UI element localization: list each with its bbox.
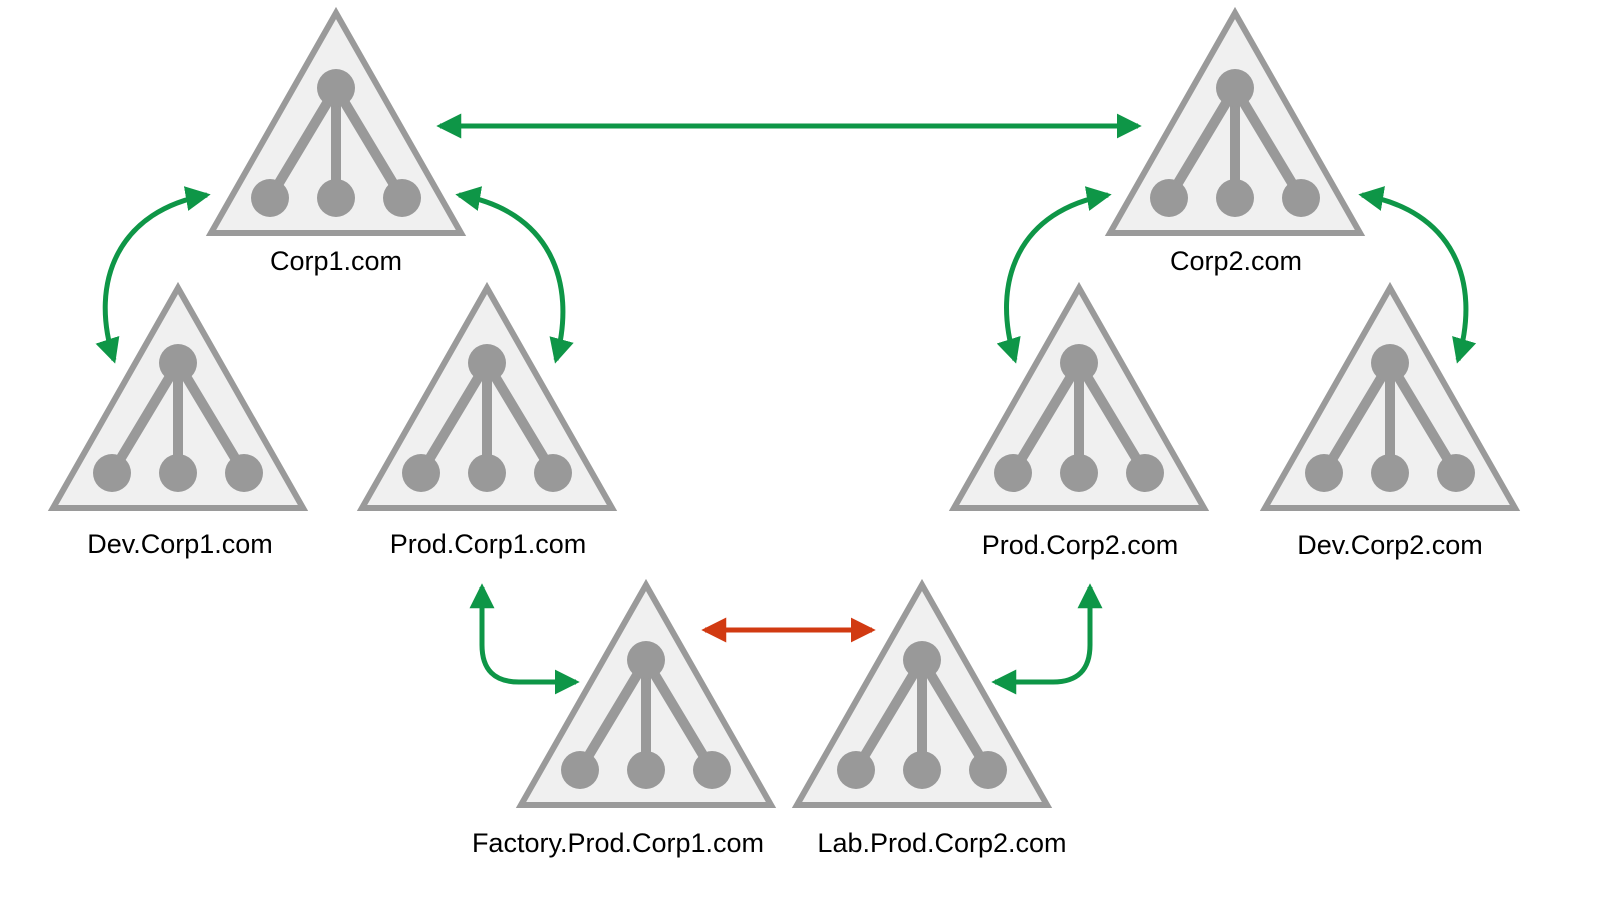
domain-tree-icon xyxy=(362,288,612,508)
domain-label-factory-prod-corp1: Factory.Prod.Corp1.com xyxy=(471,828,765,858)
domain-label-dev-corp2: Dev.Corp2.com xyxy=(1297,530,1483,560)
trust-arrow-corp2-prod-corp2 xyxy=(996,186,1112,364)
domain-tree-icon xyxy=(1110,13,1360,233)
domain-tree-icon xyxy=(797,585,1047,805)
domain-tree-icon xyxy=(1265,288,1515,508)
domain-tree-icon xyxy=(53,288,303,508)
domain-tree-icon xyxy=(954,288,1204,508)
trust-arrow-corp1-dev-corp1 xyxy=(95,186,211,364)
domain-label-prod-corp1: Prod.Corp1.com xyxy=(389,529,587,559)
domain-label-corp2: Corp2.com xyxy=(1169,246,1303,276)
trust-arrow-prod-corp1-factory xyxy=(469,583,580,695)
trust-arrow-corp1-prod-corp1 xyxy=(455,186,574,364)
domain-label-dev-corp1: Dev.Corp1.com xyxy=(87,529,273,559)
domain-tree-icon xyxy=(211,13,461,233)
domain-tree-icon xyxy=(521,585,771,805)
domain-label-prod-corp2: Prod.Corp2.com xyxy=(981,530,1179,560)
domain-label-corp1: Corp1.com xyxy=(269,246,403,276)
trust-arrow-prod-corp2-lab xyxy=(991,583,1103,695)
trust-arrow-corp2-dev-corp2 xyxy=(1358,186,1477,364)
domain-label-lab-prod-corp2: Lab.Prod.Corp2.com xyxy=(817,828,1067,858)
